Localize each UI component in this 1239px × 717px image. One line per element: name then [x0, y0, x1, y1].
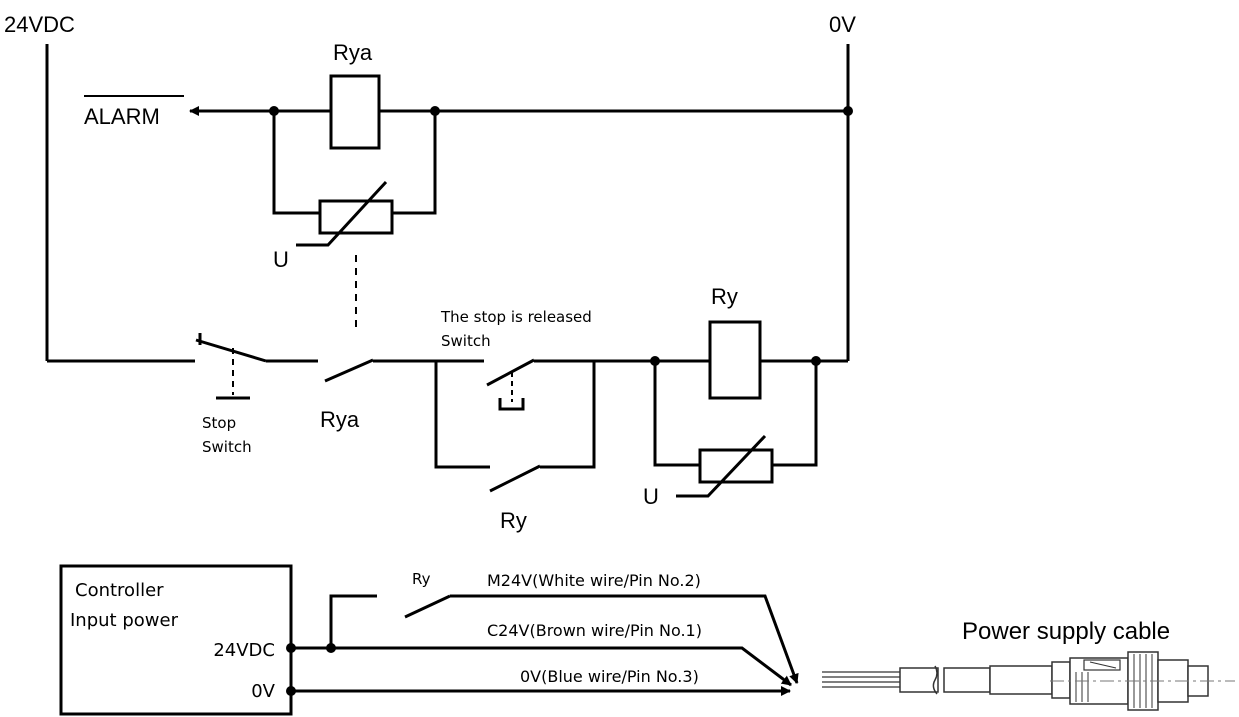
parallel-left	[434, 361, 490, 469]
junction-dot	[811, 356, 821, 366]
0v-label: 0V(Blue wire/Pin No.3)	[520, 667, 699, 686]
m24v-label: M24V(White wire/Pin No.2)	[487, 571, 701, 590]
junction-dot	[843, 106, 853, 116]
ry-coil-label: Ry	[711, 284, 738, 309]
rya-varistor-label: U	[273, 247, 289, 272]
ry-contact-label: Ry	[500, 508, 527, 533]
rail-24vdc-label: 24VDC	[4, 12, 75, 37]
ry-branch-left	[653, 361, 700, 467]
rya-coil-label: Rya	[333, 40, 373, 65]
rya-contact-label: Rya	[320, 407, 360, 432]
rya-coil	[329, 74, 381, 150]
controller-pin-0v: 0V	[251, 681, 275, 702]
stop-switch-label-1: Stop	[202, 414, 236, 432]
release-switch-button	[498, 398, 525, 411]
junction-dot	[430, 106, 440, 116]
stop-switch-label-2: Switch	[202, 438, 252, 456]
stop-switch-blade	[195, 338, 267, 363]
ry-contact-blade	[489, 464, 541, 493]
wiring-relay-label: Ry	[412, 570, 431, 588]
c24v-label: C24V(Brown wire/Pin No.1)	[487, 621, 702, 640]
parallel-right	[540, 361, 596, 469]
rail-0v-label: 0V	[829, 12, 856, 37]
controller-label-1: Controller	[75, 580, 164, 601]
m24v-relay-blade	[404, 594, 451, 619]
ry-varistor-label: U	[643, 484, 659, 509]
rya-varistor	[318, 199, 394, 235]
junction-dot	[269, 106, 279, 116]
m24v-relay-feed	[329, 594, 377, 648]
power-supply-cable-icon	[822, 651, 1235, 711]
release-switch-label-2: Switch	[441, 332, 491, 350]
release-switch-label-1: The stop is released	[440, 308, 592, 326]
release-switch-blade	[486, 358, 535, 387]
controller-box	[59, 564, 293, 716]
ry-branch-right	[772, 361, 818, 467]
alarm-label: ALARM	[84, 104, 160, 129]
controller-pin-24vdc: 24VDC	[213, 640, 275, 661]
c24v-wire	[291, 646, 792, 687]
ry-coil	[708, 320, 762, 400]
rya-varistor-slash	[296, 180, 388, 247]
controller-label-2: Input power	[70, 610, 179, 631]
m24v-wire	[450, 594, 799, 684]
rya-contact-blade	[324, 358, 374, 383]
junction-dot	[650, 356, 660, 366]
ry-varistor-slash	[676, 434, 767, 498]
rya-branch-right	[392, 111, 437, 215]
cable-label: Power supply cable	[962, 618, 1170, 645]
rya-branch-left	[272, 111, 320, 215]
